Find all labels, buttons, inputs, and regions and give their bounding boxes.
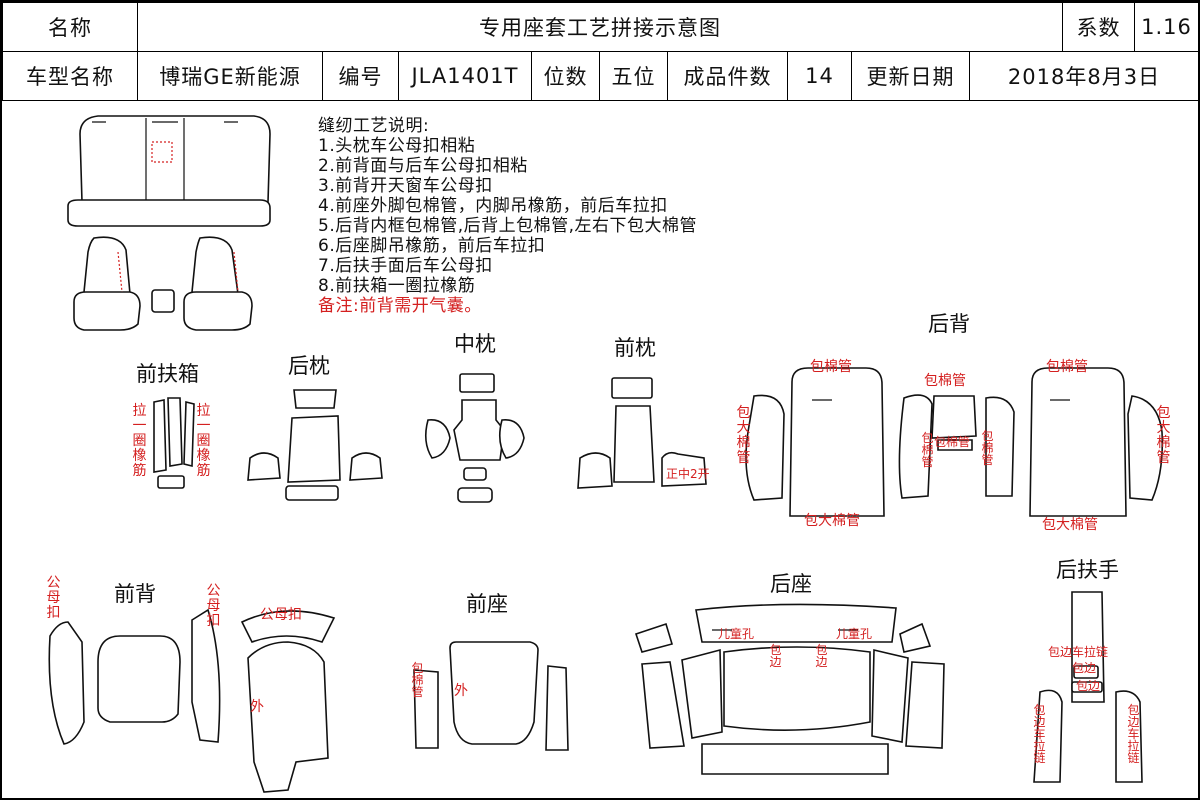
ann-pull-elastic-right: 拉一圈橡筋 (196, 403, 211, 479)
rear-seat-pieces (634, 603, 945, 775)
note-item: 8.前扶箱一圈拉橡筋 (318, 276, 476, 296)
date-label: 更新日期 (851, 51, 970, 101)
label-rear-back: 后背 (928, 312, 970, 336)
ann-big-cotton-tube-bottom-right: 包大棉管 (1042, 517, 1098, 533)
header-table: 名称 专用座套工艺拼接示意图 系数 1.16 车型名称 博瑞GE新能源 编号 J… (2, 2, 1199, 101)
label-front-pillow: 前枕 (614, 336, 656, 360)
ann-child-hole-left: 儿童孔 (718, 627, 755, 641)
ann-buckle-top: 公母扣 (260, 607, 302, 623)
ann-edge-zip-left: 包边车拉链 (1033, 703, 1046, 765)
rear-back-pieces (745, 367, 1164, 517)
ann-outer-back: 外 (250, 699, 264, 715)
ann-cotton-tube-inner-left: 包棉管 (921, 431, 934, 469)
coef-label: 系数 (1062, 2, 1135, 52)
note-item: 3.前背开天窗车公母扣 (318, 176, 493, 196)
name-label: 名称 (2, 2, 138, 52)
model-value: 博瑞GE新能源 (137, 51, 323, 101)
model-label: 车型名称 (2, 51, 138, 101)
ann-buckle-left: 公母扣 (46, 575, 61, 621)
label-rear-seat: 后座 (770, 572, 812, 596)
seats-value: 五位 (599, 51, 668, 101)
notes-title: 缝纫工艺说明: (318, 116, 430, 136)
pieces-value: 14 (787, 51, 852, 101)
ann-big-cotton-tube-right: 包大棉管 (1156, 405, 1171, 466)
front-seat-pieces (413, 641, 569, 751)
ann-big-cotton-tube-bottom-left: 包大棉管 (804, 513, 860, 529)
note-item: 1.头枕车公母扣相粘 (318, 136, 476, 156)
front-armbox-pieces (153, 397, 195, 489)
ann-cotton-tube-seat: 包棉管 (411, 661, 424, 699)
middle-pillow-pieces (424, 373, 525, 503)
ann-big-cotton-tube-left: 包大棉管 (736, 405, 751, 466)
label-middle-pillow: 中枕 (454, 332, 496, 356)
ann-cotton-tube-center: 包棉管 (924, 373, 966, 389)
date-value: 2018年8月3日 (969, 51, 1199, 101)
ann-edge-zip-top: 包边车拉链 (1048, 645, 1109, 659)
note-item: 7.后扶手面后车公母扣 (318, 256, 493, 276)
ann-child-hole-right: 儿童孔 (836, 627, 873, 641)
label-front-back: 前背 (114, 582, 156, 606)
sewing-notes: 缝纫工艺说明: 1.头枕车公母扣相粘 2.前背面与后车公母扣相粘 3.前背开天窗… (318, 116, 878, 316)
ann-cotton-tube-inner-right: 包棉管 (981, 429, 994, 467)
front-seats-overview (73, 236, 253, 331)
ann-cotton-tube-right: 包棉管 (1046, 359, 1088, 375)
diagram-title: 专用座套工艺拼接示意图 (137, 2, 1063, 52)
ann-cotton-tube-left: 包棉管 (810, 359, 852, 375)
code-value: JLA1401T (398, 51, 532, 101)
ann-pull-elastic-left: 拉一圈橡筋 (132, 403, 147, 479)
ann-cotton-tube-inner-mid: 包棉管 (934, 435, 971, 449)
ann-buckle-right: 公母扣 (206, 583, 221, 629)
label-front-armbox: 前扶箱 (136, 362, 199, 386)
ann-edge-wrap-left: 包边 (769, 643, 782, 669)
rear-pillow-pieces (247, 389, 383, 501)
front-back-pieces (48, 608, 336, 793)
label-front-seat: 前座 (466, 592, 508, 616)
front-pillow-pieces (577, 377, 707, 489)
ann-edge-zip-right: 包边车拉链 (1127, 703, 1140, 765)
ann-edge-wrap-armrest-mid: 包边 (1076, 679, 1101, 693)
ann-front-split: 正中2开 (666, 467, 710, 481)
seats-label: 位数 (531, 51, 600, 101)
notes-remark: 备注:前背需开气囊。 (318, 296, 482, 316)
note-item: 5.后背内框包棉管,后背上包棉管,左右下包大棉管 (318, 216, 698, 236)
code-label: 编号 (322, 51, 399, 101)
rear-bench-overview (67, 115, 271, 227)
rear-armrest-pieces (1033, 591, 1143, 783)
ann-outer-seat: 外 (454, 683, 468, 699)
label-rear-armrest: 后扶手 (1056, 558, 1119, 582)
note-item: 4.前座外脚包棉管，内脚吊橡筋，前后车拉扣 (318, 196, 668, 216)
pieces-label: 成品件数 (667, 51, 788, 101)
ann-edge-wrap-right: 包边 (815, 643, 828, 669)
note-item: 6.后座脚吊橡筋，前后车拉扣 (318, 236, 546, 256)
label-rear-pillow: 后枕 (288, 354, 330, 378)
note-item: 2.前背面与后车公母扣相粘 (318, 156, 528, 176)
ann-edge-wrap-armrest-top: 包边 (1072, 661, 1097, 675)
